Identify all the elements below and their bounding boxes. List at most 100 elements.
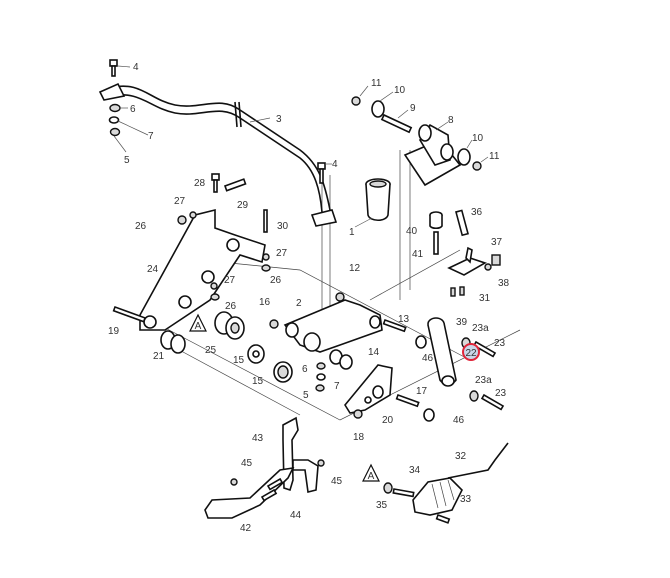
callout-38[interactable]: 38 bbox=[498, 278, 510, 289]
bolt-39-b[interactable] bbox=[459, 286, 465, 296]
nut-45-left[interactable] bbox=[230, 478, 238, 486]
callout-15[interactable]: 15 bbox=[233, 355, 245, 366]
callout-34[interactable]: 34 bbox=[409, 465, 421, 476]
callout-11[interactable]: 11 bbox=[371, 78, 382, 89]
callout-23a[interactable]: 23a bbox=[472, 323, 489, 334]
callout-40[interactable]: 40 bbox=[406, 226, 418, 237]
bracket-20[interactable] bbox=[344, 364, 393, 414]
bolt-19[interactable] bbox=[112, 305, 147, 323]
nut-26-right[interactable] bbox=[261, 264, 271, 272]
callout-6[interactable]: 6 bbox=[130, 104, 136, 115]
nut-5-center[interactable] bbox=[315, 384, 325, 392]
callout-23[interactable]: 23 bbox=[495, 388, 507, 399]
bolt-44-a[interactable] bbox=[266, 477, 284, 491]
screw-38[interactable] bbox=[484, 263, 492, 271]
washer-7-left[interactable] bbox=[108, 116, 120, 124]
nut-26-top[interactable] bbox=[177, 215, 187, 225]
bolt-39-a[interactable] bbox=[450, 287, 456, 297]
callout-27[interactable]: 27 bbox=[276, 248, 288, 259]
actuator-body[interactable] bbox=[412, 477, 463, 516]
bolt-33[interactable] bbox=[435, 513, 451, 524]
callout-10[interactable]: 10 bbox=[472, 133, 484, 144]
callout-28[interactable]: 28 bbox=[194, 178, 206, 189]
stud-30[interactable] bbox=[263, 209, 268, 233]
bolt-29[interactable] bbox=[223, 178, 247, 192]
callout-3[interactable]: 3 bbox=[276, 114, 282, 125]
callout-45[interactable]: 45 bbox=[241, 458, 253, 469]
callout-46[interactable]: 46 bbox=[422, 353, 434, 364]
nut-45-right[interactable] bbox=[317, 459, 325, 467]
callout-35[interactable]: 35 bbox=[376, 500, 388, 511]
callout-16[interactable]: 16 bbox=[259, 297, 271, 308]
bolt-28[interactable] bbox=[211, 173, 220, 193]
bracket-8[interactable] bbox=[403, 123, 462, 187]
bolt-23-top[interactable] bbox=[472, 340, 497, 358]
nut-18[interactable] bbox=[353, 409, 363, 419]
callout-5[interactable]: 5 bbox=[303, 390, 309, 401]
highlighted-callout-22[interactable]: 22 bbox=[462, 343, 480, 361]
callout-26[interactable]: 26 bbox=[135, 221, 147, 232]
nut-16[interactable] bbox=[269, 319, 279, 329]
callout-42[interactable]: 42 bbox=[240, 523, 252, 534]
bushing-14[interactable] bbox=[329, 349, 353, 370]
callout-26[interactable]: 26 bbox=[225, 301, 237, 312]
washer-35[interactable] bbox=[383, 482, 393, 494]
callout-7[interactable]: 7 bbox=[334, 381, 340, 392]
callout-21[interactable]: 21 bbox=[153, 351, 165, 362]
callout-23a[interactable]: 23a bbox=[475, 375, 492, 386]
washer-10-bottom[interactable] bbox=[457, 148, 471, 166]
callout-18[interactable]: 18 bbox=[353, 432, 365, 443]
bolt-44-b[interactable] bbox=[260, 488, 278, 502]
bolt-23-bottom[interactable] bbox=[480, 393, 505, 411]
washer-23a-bottom[interactable] bbox=[469, 390, 479, 402]
washer-6-center[interactable] bbox=[316, 362, 326, 370]
callout-33[interactable]: 33 bbox=[460, 494, 472, 505]
pin-9[interactable] bbox=[380, 113, 413, 134]
washer-6-left[interactable] bbox=[109, 103, 121, 113]
callout-25[interactable]: 25 bbox=[205, 345, 217, 356]
callout-8[interactable]: 8 bbox=[448, 115, 454, 126]
washer-27-lower[interactable] bbox=[210, 282, 218, 290]
washer-27-right[interactable] bbox=[262, 253, 270, 261]
callout-10[interactable]: 10 bbox=[394, 85, 406, 96]
bushing-21[interactable] bbox=[160, 330, 186, 354]
nut-26-lower[interactable] bbox=[210, 293, 220, 301]
spacer-40[interactable] bbox=[429, 211, 443, 230]
callout-26[interactable]: 26 bbox=[270, 275, 282, 286]
callout-22[interactable]: 22 bbox=[465, 348, 477, 359]
bolt-4-left[interactable] bbox=[109, 59, 118, 77]
air-spring-1[interactable] bbox=[365, 178, 391, 222]
callout-43[interactable]: 43 bbox=[252, 433, 264, 444]
washer-10-top[interactable] bbox=[371, 100, 385, 118]
sensor-link-36[interactable] bbox=[455, 209, 469, 237]
callout-12[interactable]: 12 bbox=[349, 263, 361, 274]
o-ring-46-bottom[interactable] bbox=[423, 408, 435, 422]
callout-7[interactable]: 7 bbox=[148, 131, 154, 142]
callout-23[interactable]: 23 bbox=[494, 338, 506, 349]
shock-absorber[interactable] bbox=[427, 317, 457, 387]
callout-19[interactable]: 19 bbox=[108, 326, 120, 337]
bolt-4-center[interactable] bbox=[317, 162, 326, 184]
trailing-arm-24[interactable] bbox=[139, 208, 266, 331]
callout-37[interactable]: 37 bbox=[491, 237, 503, 248]
callout-1[interactable]: 1 bbox=[349, 227, 355, 238]
callout-4[interactable]: 4 bbox=[332, 159, 338, 170]
callout-36[interactable]: 36 bbox=[471, 207, 483, 218]
nut-12[interactable] bbox=[335, 292, 345, 302]
washer-7-center[interactable] bbox=[316, 373, 326, 381]
bracket-42[interactable] bbox=[204, 466, 295, 519]
washer-15-a[interactable] bbox=[247, 344, 265, 364]
sensor-bracket-31[interactable] bbox=[447, 246, 487, 276]
callout-24[interactable]: 24 bbox=[147, 264, 159, 275]
callout-13[interactable]: 13 bbox=[398, 314, 410, 325]
callout-29[interactable]: 29 bbox=[237, 200, 249, 211]
callout-46[interactable]: 46 bbox=[453, 415, 465, 426]
nut-5-left[interactable] bbox=[109, 127, 121, 137]
callout-32[interactable]: 32 bbox=[455, 451, 467, 462]
bolt-17[interactable] bbox=[395, 393, 420, 408]
bushing-25[interactable] bbox=[214, 311, 245, 340]
pin-34[interactable] bbox=[392, 488, 415, 498]
callout-14[interactable]: 14 bbox=[368, 347, 380, 358]
callout-45[interactable]: 45 bbox=[331, 476, 343, 487]
o-ring-46-top[interactable] bbox=[415, 335, 427, 349]
